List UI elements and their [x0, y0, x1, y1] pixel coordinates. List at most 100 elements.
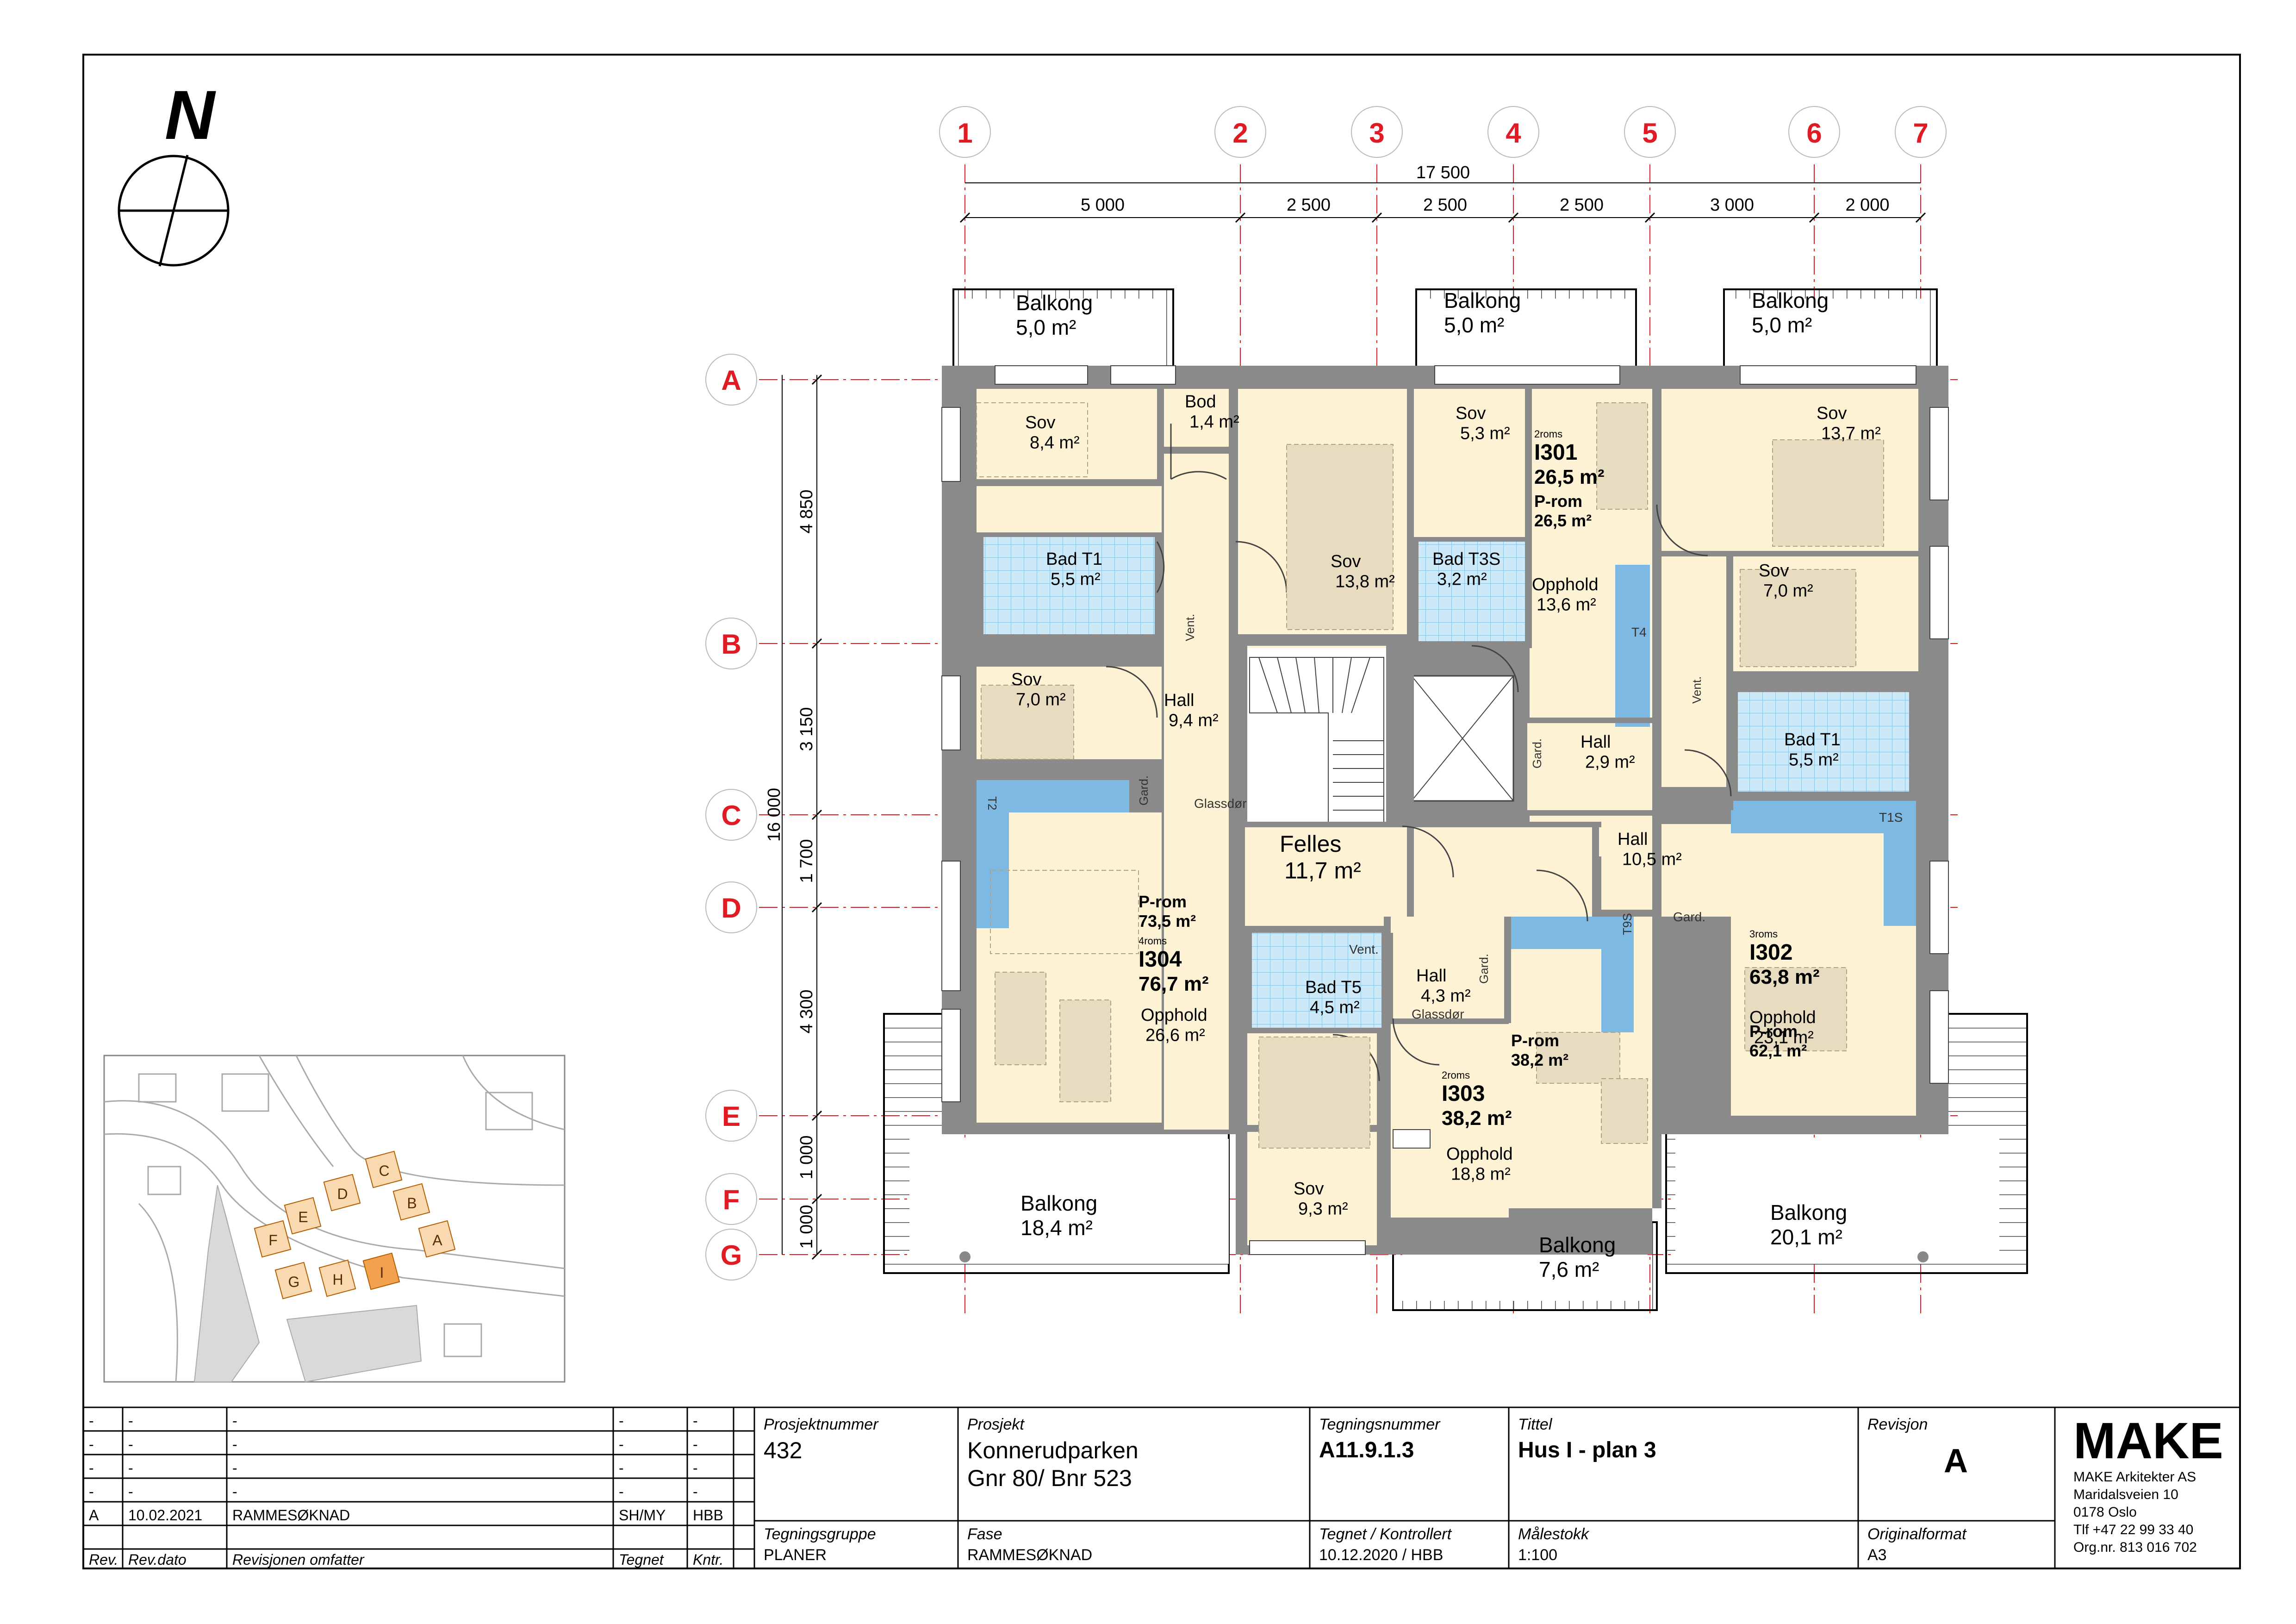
axis-bubble-row [705, 1173, 757, 1225]
revision-cell: - [232, 1436, 237, 1453]
svg-text:Bad T1: Bad T1 [1784, 730, 1841, 750]
annotation-label: T2 [985, 796, 999, 810]
row-dim: 4 300 [797, 989, 816, 1033]
revision-cell: - [619, 1436, 624, 1453]
svg-text:Balkong: Balkong [1539, 1233, 1616, 1257]
title-field: RAMMESØKNAD [967, 1546, 1092, 1564]
annotation-label: T9S [1620, 913, 1634, 935]
north-label: N [165, 76, 216, 154]
title-field: A [1944, 1443, 1968, 1480]
annotation-label: T1S [1879, 810, 1903, 824]
column-dim: 2 000 [1845, 195, 1889, 215]
bath-t3s [1419, 542, 1525, 641]
svg-text:4,3 m²: 4,3 m² [1421, 987, 1471, 1006]
svg-text:I: I [380, 1264, 384, 1281]
title-field: Hus I - plan 3 [1518, 1438, 1656, 1462]
svg-text:Sov: Sov [1294, 1179, 1324, 1199]
svg-text:3roms: 3roms [1749, 928, 1778, 940]
svg-text:Balkong: Balkong [1752, 288, 1829, 312]
bath-t5 [1252, 933, 1381, 1030]
row-dim: 4 850 [797, 489, 816, 533]
svg-text:2roms: 2roms [1534, 428, 1562, 440]
title-field: Tegningsgruppe [764, 1525, 876, 1543]
svg-text:Bad T5: Bad T5 [1305, 978, 1362, 997]
revision-cell: - [232, 1483, 237, 1500]
svg-text:38,2 m²: 38,2 m² [1442, 1107, 1512, 1130]
axis-label-row: A [721, 365, 741, 396]
svg-text:A: A [432, 1232, 442, 1249]
svg-text:P-rom: P-rom [1749, 1022, 1798, 1041]
svg-text:Balkong: Balkong [1770, 1200, 1847, 1224]
north-arrow: N [118, 76, 230, 267]
svg-text:C: C [379, 1162, 389, 1179]
site-building: D [323, 1174, 361, 1212]
svg-text:13,7 m²: 13,7 m² [1821, 424, 1881, 443]
svg-text:Sov: Sov [1759, 561, 1789, 581]
svg-text:5,5 m²: 5,5 m² [1789, 750, 1839, 770]
svg-text:Opphold: Opphold [1749, 1008, 1816, 1027]
title-block [82, 1406, 2241, 1569]
bath-t1-left [983, 537, 1155, 634]
site-building: B [392, 1183, 430, 1221]
title-field: 10.12.2020 / HBB [1319, 1546, 1443, 1564]
svg-text:Sov: Sov [1011, 670, 1041, 689]
title-field: Prosjektnummer [764, 1416, 879, 1433]
title-field: Målestokk [1518, 1525, 1590, 1543]
annotation-label: Vent. [1690, 676, 1704, 704]
svg-text:I303: I303 [1442, 1081, 1485, 1106]
room-label: Bad T15,5 m² [1046, 550, 1102, 589]
axis-label-col: 4 [1506, 118, 1521, 149]
svg-text:P-rom: P-rom [1511, 1031, 1559, 1050]
column-dim: 2 500 [1560, 195, 1604, 215]
revision-cell: - [232, 1412, 237, 1429]
svg-text:5,0 m²: 5,0 m² [1752, 313, 1812, 337]
revision-cell: - [232, 1460, 237, 1476]
axis-bubble-col [1788, 106, 1840, 158]
column-dim: 2 500 [1287, 195, 1331, 215]
annotation-label: Glassdør [1194, 796, 1247, 811]
revision-cell: - [89, 1412, 94, 1429]
axis-bubble-col [1624, 106, 1676, 158]
revision-cell: - [89, 1483, 94, 1500]
svg-text:2,9 m²: 2,9 m² [1585, 753, 1635, 772]
svg-text:23,1 m²: 23,1 m² [1754, 1028, 1814, 1048]
svg-text:18,4 m²: 18,4 m² [1020, 1216, 1093, 1240]
site-building: I [362, 1252, 400, 1290]
svg-text:Balkong: Balkong [1016, 291, 1093, 315]
svg-text:Hall: Hall [1164, 691, 1194, 710]
title-field: MAKE Arkitekter AS [2073, 1469, 2196, 1485]
axis-bubble-col [939, 106, 991, 158]
title-field: Prosjekt [967, 1416, 1025, 1433]
title-field: Konnerudparken [967, 1437, 1139, 1463]
svg-text:Hall: Hall [1416, 966, 1446, 986]
axis-label-row: C [721, 800, 741, 831]
column-dim: 5 000 [1081, 195, 1125, 215]
revision-cell: - [693, 1483, 698, 1500]
site-building: G [274, 1262, 312, 1299]
svg-text:62,1 m²: 62,1 m² [1749, 1041, 1807, 1060]
svg-text:Sov: Sov [1331, 552, 1361, 571]
title-field: Tegnet / Kontrollert [1319, 1525, 1452, 1543]
svg-text:20,1 m²: 20,1 m² [1770, 1225, 1842, 1249]
svg-text:Balkong: Balkong [1444, 288, 1521, 312]
revision-cell: - [128, 1483, 133, 1500]
floorplan [941, 365, 1949, 1255]
revision-header: Rev.dato [128, 1551, 187, 1568]
svg-text:P-rom: P-rom [1139, 892, 1187, 911]
axis-label-col: 7 [1913, 118, 1928, 149]
revision-cell: - [128, 1412, 133, 1429]
site-building: A [418, 1220, 456, 1258]
svg-text:I302: I302 [1749, 940, 1792, 965]
revision-cell: RAMMESØKNAD [232, 1507, 350, 1524]
